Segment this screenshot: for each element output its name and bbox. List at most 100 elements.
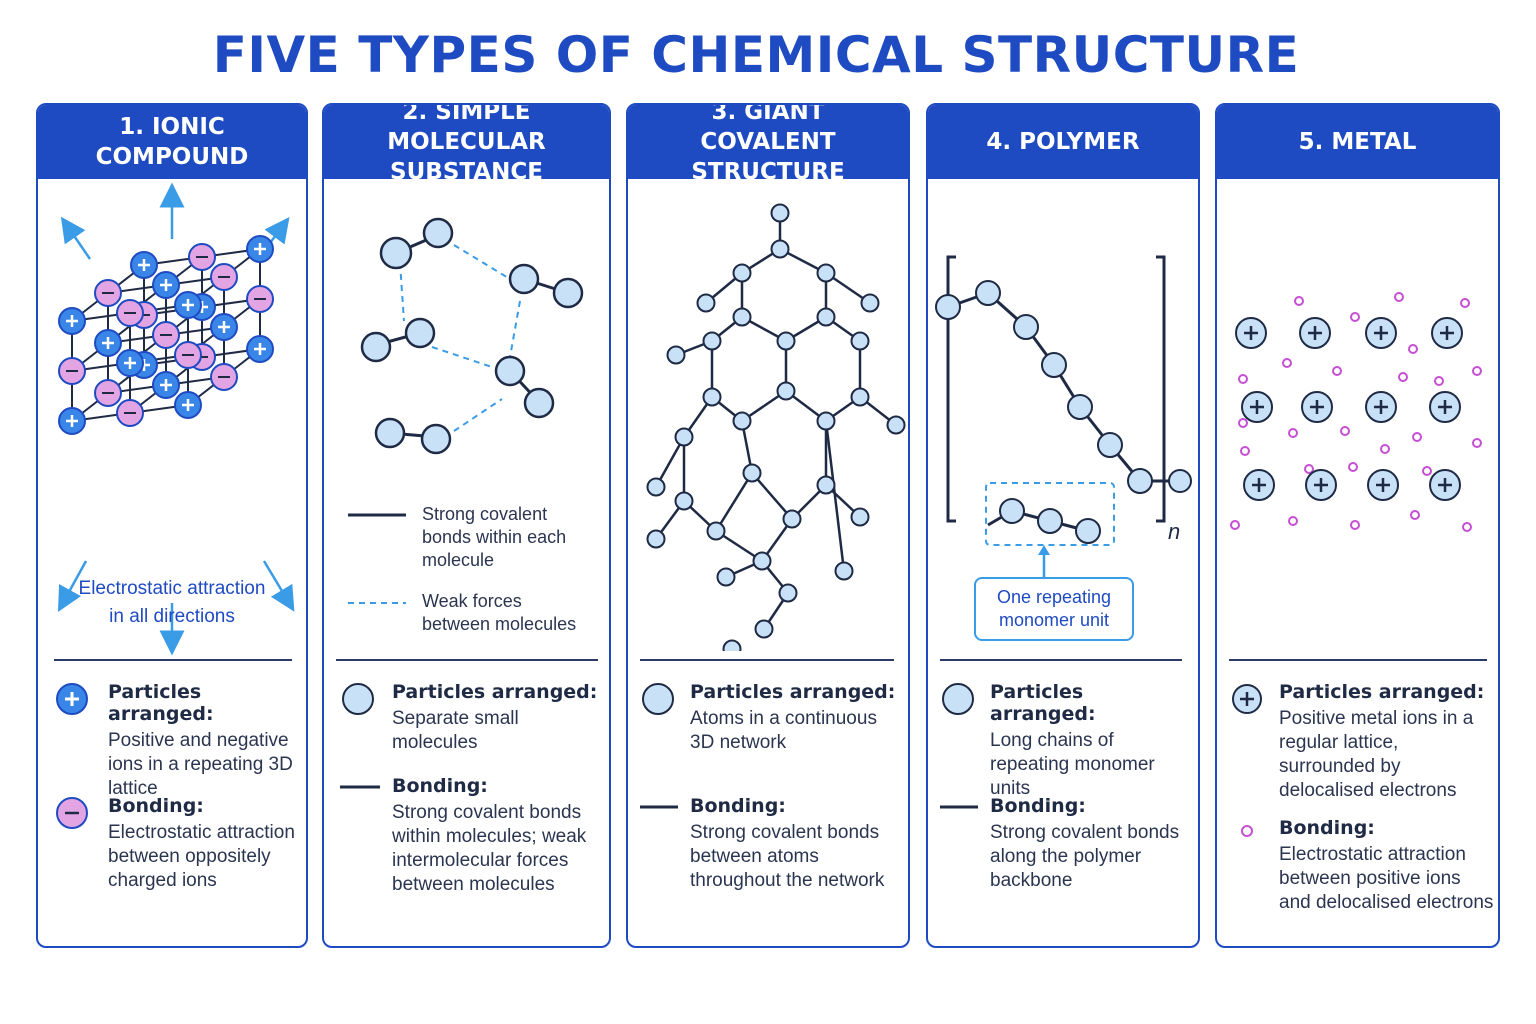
positive-ion [174, 291, 202, 319]
metal-ion [1429, 391, 1461, 423]
bonding-section: Bonding: Electrostatic attraction betwee… [1229, 817, 1495, 915]
electron [1410, 510, 1420, 520]
bonding-heading: Bonding: [990, 795, 1086, 817]
particles-text: Separate small molecules [392, 708, 519, 753]
metal-ion [1429, 469, 1461, 501]
negative-ion [210, 363, 238, 391]
card-header: 4. POLYMER [928, 105, 1198, 179]
electron [1288, 516, 1298, 526]
electron [1340, 426, 1350, 436]
divider [1229, 659, 1487, 661]
atom [646, 529, 666, 549]
particles-text: Long chains of repeating monomer units [990, 730, 1155, 799]
atom-icon [942, 683, 974, 715]
atom [732, 307, 752, 327]
particles-heading: Particles arranged: [690, 681, 896, 703]
bond-line-icon [340, 785, 380, 789]
weak-forces [399, 244, 521, 432]
atom [770, 203, 790, 223]
repeat-n-label: n [1168, 519, 1181, 544]
electron-icon [1241, 825, 1253, 837]
metal-ion [1241, 391, 1273, 423]
atom [850, 507, 870, 527]
negative-ion [188, 243, 216, 271]
metal-ion [1301, 391, 1333, 423]
positive-ion [246, 235, 274, 263]
particles-section: Particles arranged: Atoms in a continuou… [640, 681, 904, 755]
positive-ion [58, 307, 86, 335]
atom [850, 331, 870, 351]
atom-icon [342, 683, 374, 715]
bonding-section: Bonding: Strong covalent bonds along the… [940, 795, 1194, 893]
atom [732, 411, 752, 431]
page-title: FIVE TYPES OF CHEMICAL STRUCTURE [212, 26, 1300, 84]
bonding-heading: Bonding: [1279, 817, 1375, 839]
atom [776, 381, 796, 401]
atom [782, 509, 802, 529]
atom [706, 521, 726, 541]
ionic-caption: Electrostatic attraction in all directio… [58, 575, 286, 631]
electron [1348, 462, 1358, 472]
negative-ion [174, 341, 202, 369]
particles-section: Particles arranged: Positive metal ions … [1229, 681, 1495, 803]
atom [696, 293, 716, 313]
electron [1230, 520, 1240, 530]
lattice-ions [58, 235, 274, 435]
divider [54, 659, 292, 661]
metal-ion [1365, 391, 1397, 423]
bonding-section: Bonding: Electrostatic attraction betwee… [54, 795, 304, 893]
particles-heading: Particles arranged: [392, 681, 598, 703]
electron [1472, 366, 1482, 376]
electron [1304, 464, 1314, 474]
electron [1472, 438, 1482, 448]
bonding-text: Strong covalent bonds within molecules; … [392, 802, 587, 895]
bond-line-icon [640, 805, 678, 809]
bonding-text: Electrostatic attraction between opposit… [108, 822, 295, 891]
electron [1332, 366, 1342, 376]
legend-strong: Strong covalent bonds within each molecu… [422, 504, 567, 570]
card-metal: 5. METAL Particles arranged: Positive me… [1215, 103, 1500, 948]
metal-ion [1235, 317, 1267, 349]
negative-ion [94, 279, 122, 307]
atom [754, 619, 774, 639]
particles-section: Particles arranged: Separate small molec… [340, 681, 604, 755]
covalent-bond [654, 436, 686, 488]
electron [1240, 446, 1250, 456]
caption-line: in all directions [109, 606, 235, 627]
card-ionic-compound: 1. IONIC COMPOUND Electrostatic attracti… [36, 103, 308, 948]
card-header: 2. SIMPLE MOLECULAR SUBSTANCE [324, 105, 609, 185]
repeat-brackets [946, 255, 1166, 523]
positive-ion-icon [1232, 684, 1262, 714]
negative-ion [116, 399, 144, 427]
network-atoms [646, 203, 906, 651]
metal-ion [1431, 317, 1463, 349]
electron [1460, 298, 1470, 308]
atom [674, 491, 694, 511]
atom [702, 331, 722, 351]
polymer-bonds [947, 291, 1180, 533]
metal-ion [1299, 317, 1331, 349]
electron [1398, 372, 1408, 382]
legend-weak: Weak forces between molecules [422, 591, 577, 634]
delocalised-electrons [1230, 292, 1482, 532]
positive-ion [246, 335, 274, 363]
molecule-atoms [360, 217, 584, 455]
particles-heading: Particles arranged: [108, 681, 214, 725]
covalent-bond [824, 420, 846, 572]
positive-ion [116, 349, 144, 377]
particles-text: Atoms in a continuous 3D network [690, 708, 877, 753]
atom [860, 293, 880, 313]
atom [770, 239, 790, 259]
electron [1380, 444, 1390, 454]
electron [1462, 522, 1472, 532]
electron [1434, 376, 1444, 386]
negative-ion [210, 263, 238, 291]
bonding-heading: Bonding: [108, 795, 204, 817]
electron [1294, 296, 1304, 306]
electron [1408, 344, 1418, 354]
atom [674, 427, 694, 447]
divider [640, 659, 894, 661]
atom [816, 263, 836, 283]
caption-line: Electrostatic attraction [78, 578, 266, 599]
electron [1282, 358, 1292, 368]
